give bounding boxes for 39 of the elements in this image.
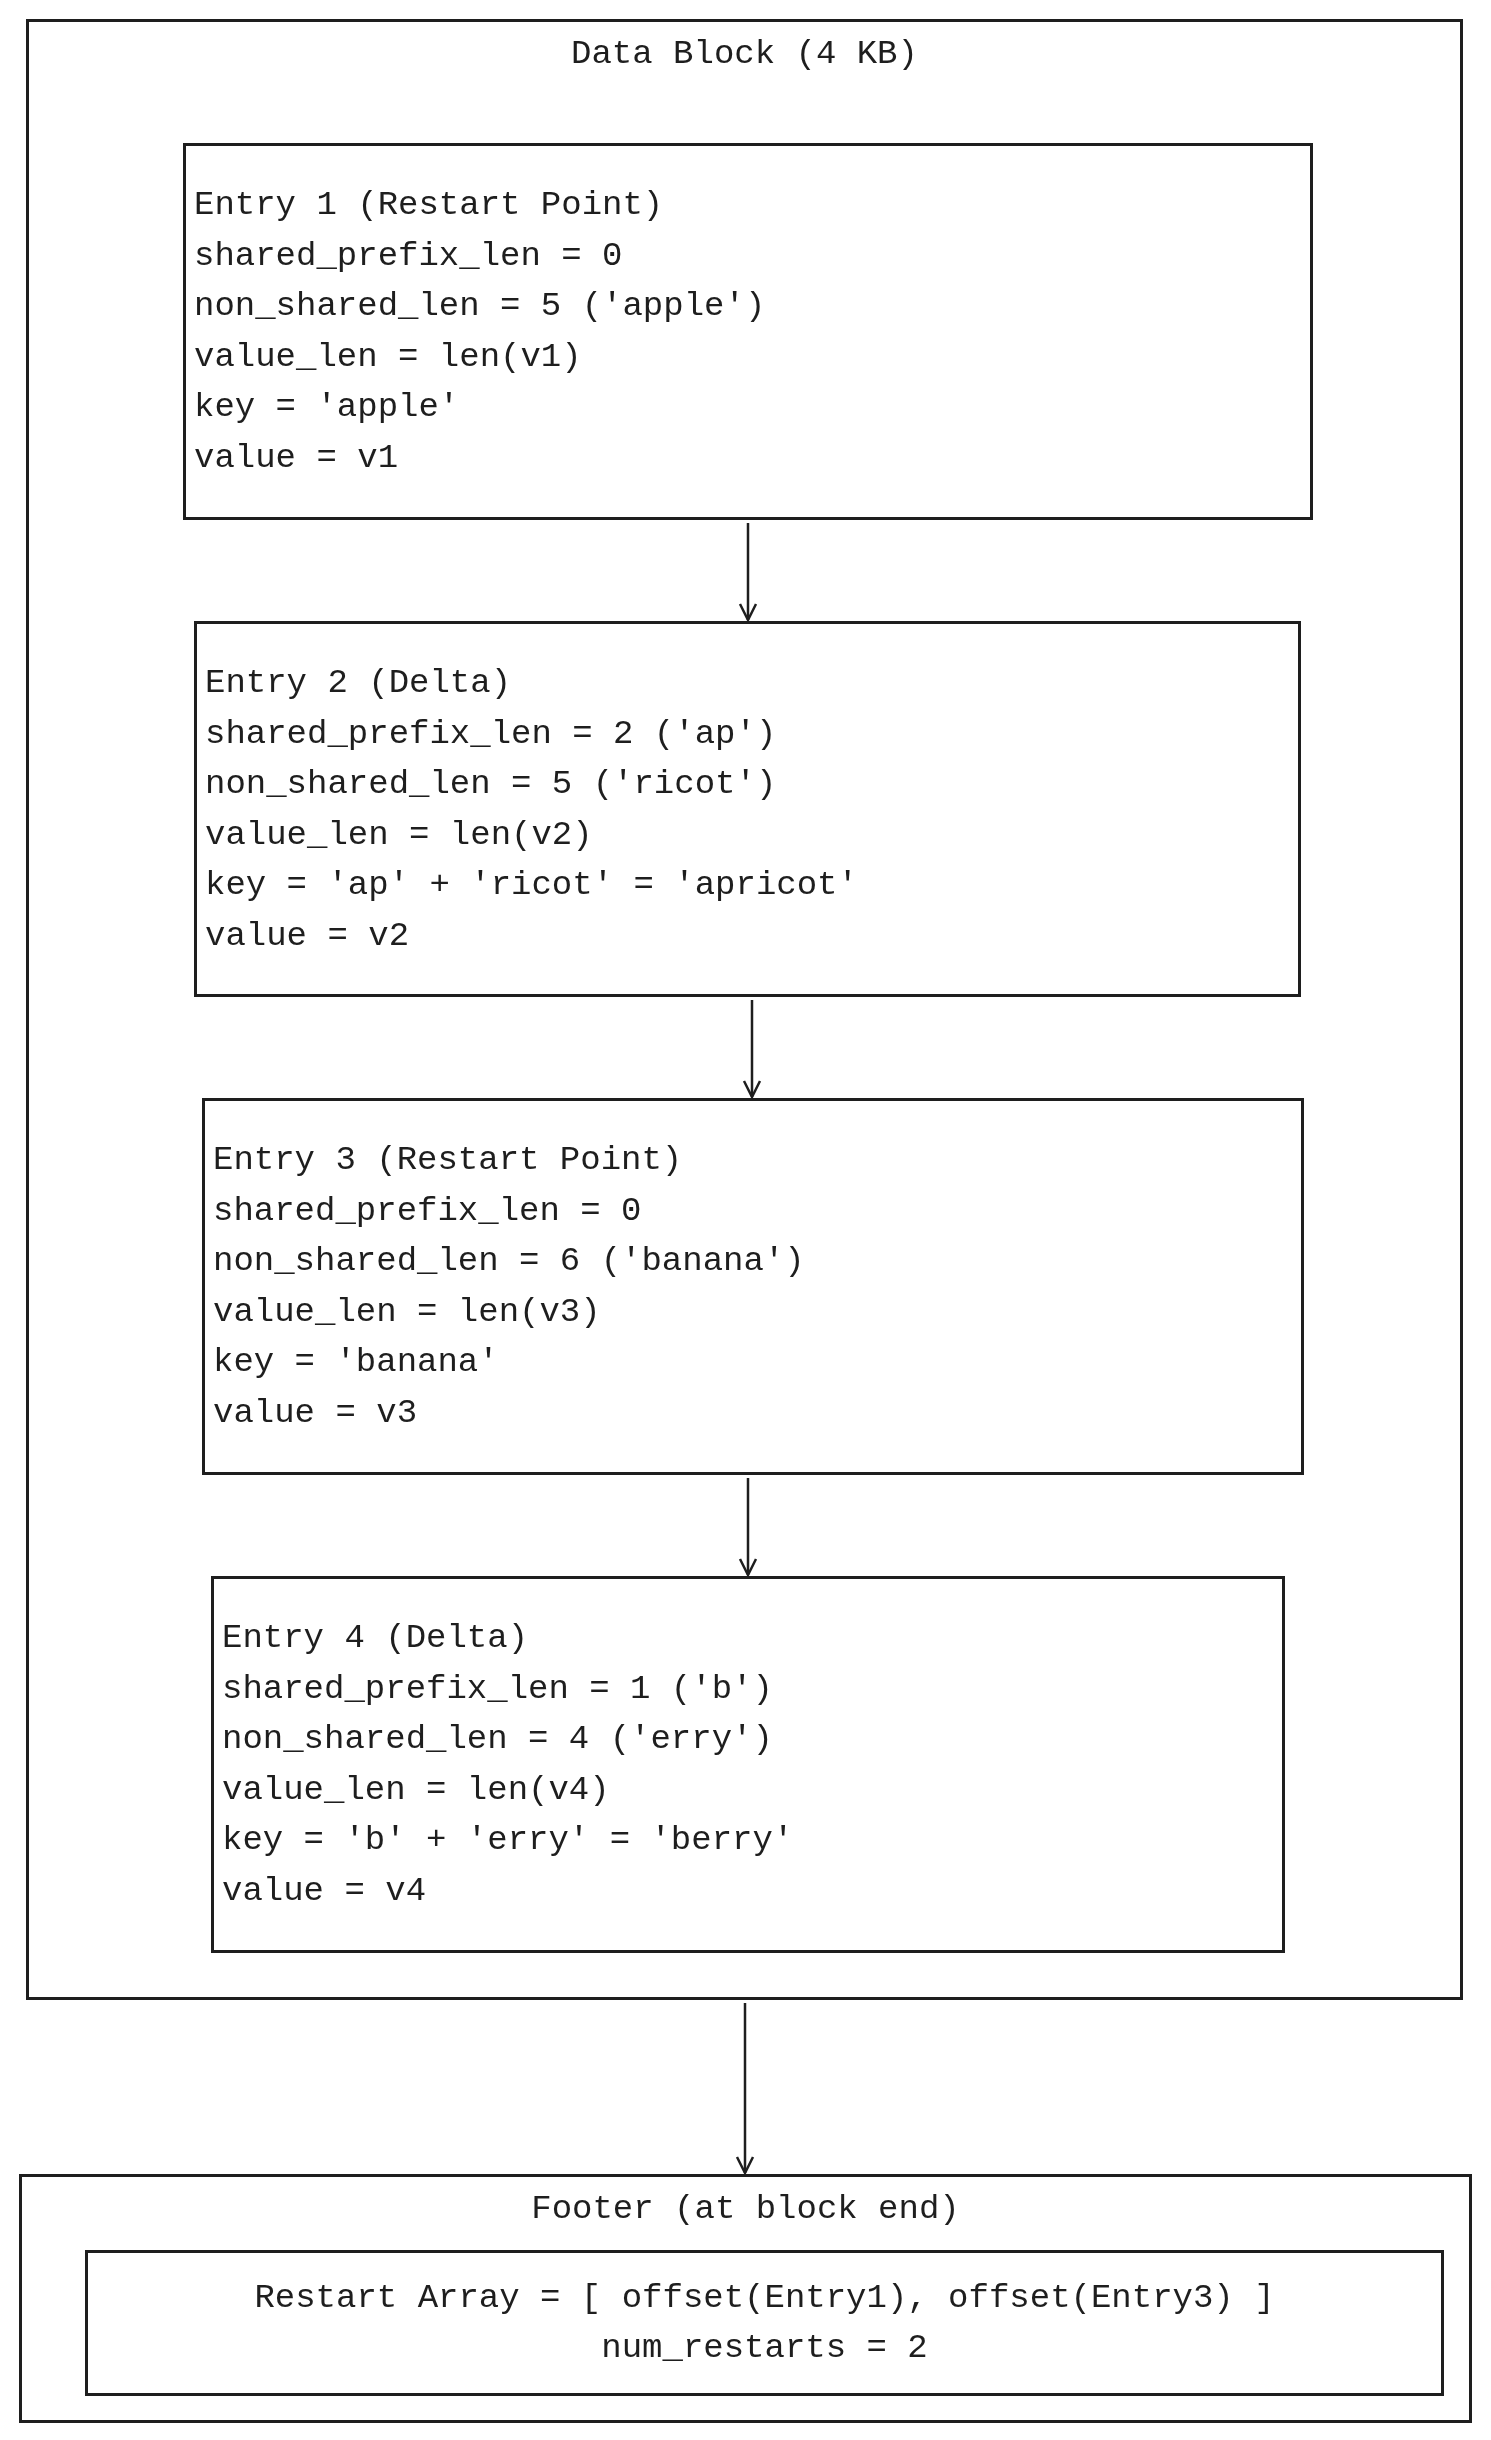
field-text: value_len = len(v4) [222, 1769, 610, 1811]
entry-box [85, 2250, 1444, 2396]
entry-box [194, 621, 1301, 997]
field-text: non_shared_len = 6 ('banana') [213, 1241, 805, 1282]
field-text: value = v4 [222, 1870, 427, 1912]
entry-heading: Entry 4 (Delta) [222, 1618, 529, 1659]
container-box [19, 2174, 1472, 2423]
field-text: value = v3 [213, 1392, 418, 1434]
arrow [738, 1478, 758, 1577]
field-text: non_shared_len = 5 ('apple') [194, 286, 766, 327]
field-text: value_len = len(v1) [194, 336, 582, 378]
field-text: key = 'ap' + 'ricot' = 'apricot' [205, 865, 858, 906]
field-text: non_shared_len = 4 ('erry') [222, 1719, 773, 1760]
entry-heading: Entry 2 (Delta) [205, 663, 512, 704]
entry-heading: Entry 3 (Restart Point) [213, 1140, 683, 1181]
entry-box [202, 1098, 1304, 1475]
field-text: value_len = len(v3) [213, 1291, 601, 1333]
field-text: shared_prefix_len = 2 ('ap') [205, 713, 777, 755]
container-box [26, 19, 1463, 2000]
footer-text: num_restarts = 2 [601, 2328, 928, 2369]
arrow [738, 523, 758, 622]
entry-heading: Entry 1 (Restart Point) [194, 185, 664, 226]
block-title: Footer (at block end) [530, 2189, 961, 2230]
arrow [735, 2003, 755, 2175]
field-text: key = 'apple' [194, 387, 460, 428]
field-text: key = 'banana' [213, 1342, 499, 1383]
field-text: shared_prefix_len = 0 [194, 235, 623, 277]
arrow [742, 1000, 762, 1099]
field-text: value = v2 [205, 915, 410, 957]
field-text: key = 'b' + 'erry' = 'berry' [222, 1820, 794, 1861]
field-text: shared_prefix_len = 1 ('b') [222, 1668, 773, 1710]
footer-text: Restart Array = [ offset(Entry1), offset(Entry3) ] [254, 2278, 1275, 2319]
field-text: value = v1 [194, 437, 399, 479]
field-text: non_shared_len = 5 ('ricot') [205, 764, 777, 805]
field-text: shared_prefix_len = 0 [213, 1190, 642, 1232]
block-title: Data Block (4 KB) [570, 34, 919, 75]
entry-box [211, 1576, 1285, 1953]
entry-box [183, 143, 1313, 520]
field-text: value_len = len(v2) [205, 814, 593, 856]
